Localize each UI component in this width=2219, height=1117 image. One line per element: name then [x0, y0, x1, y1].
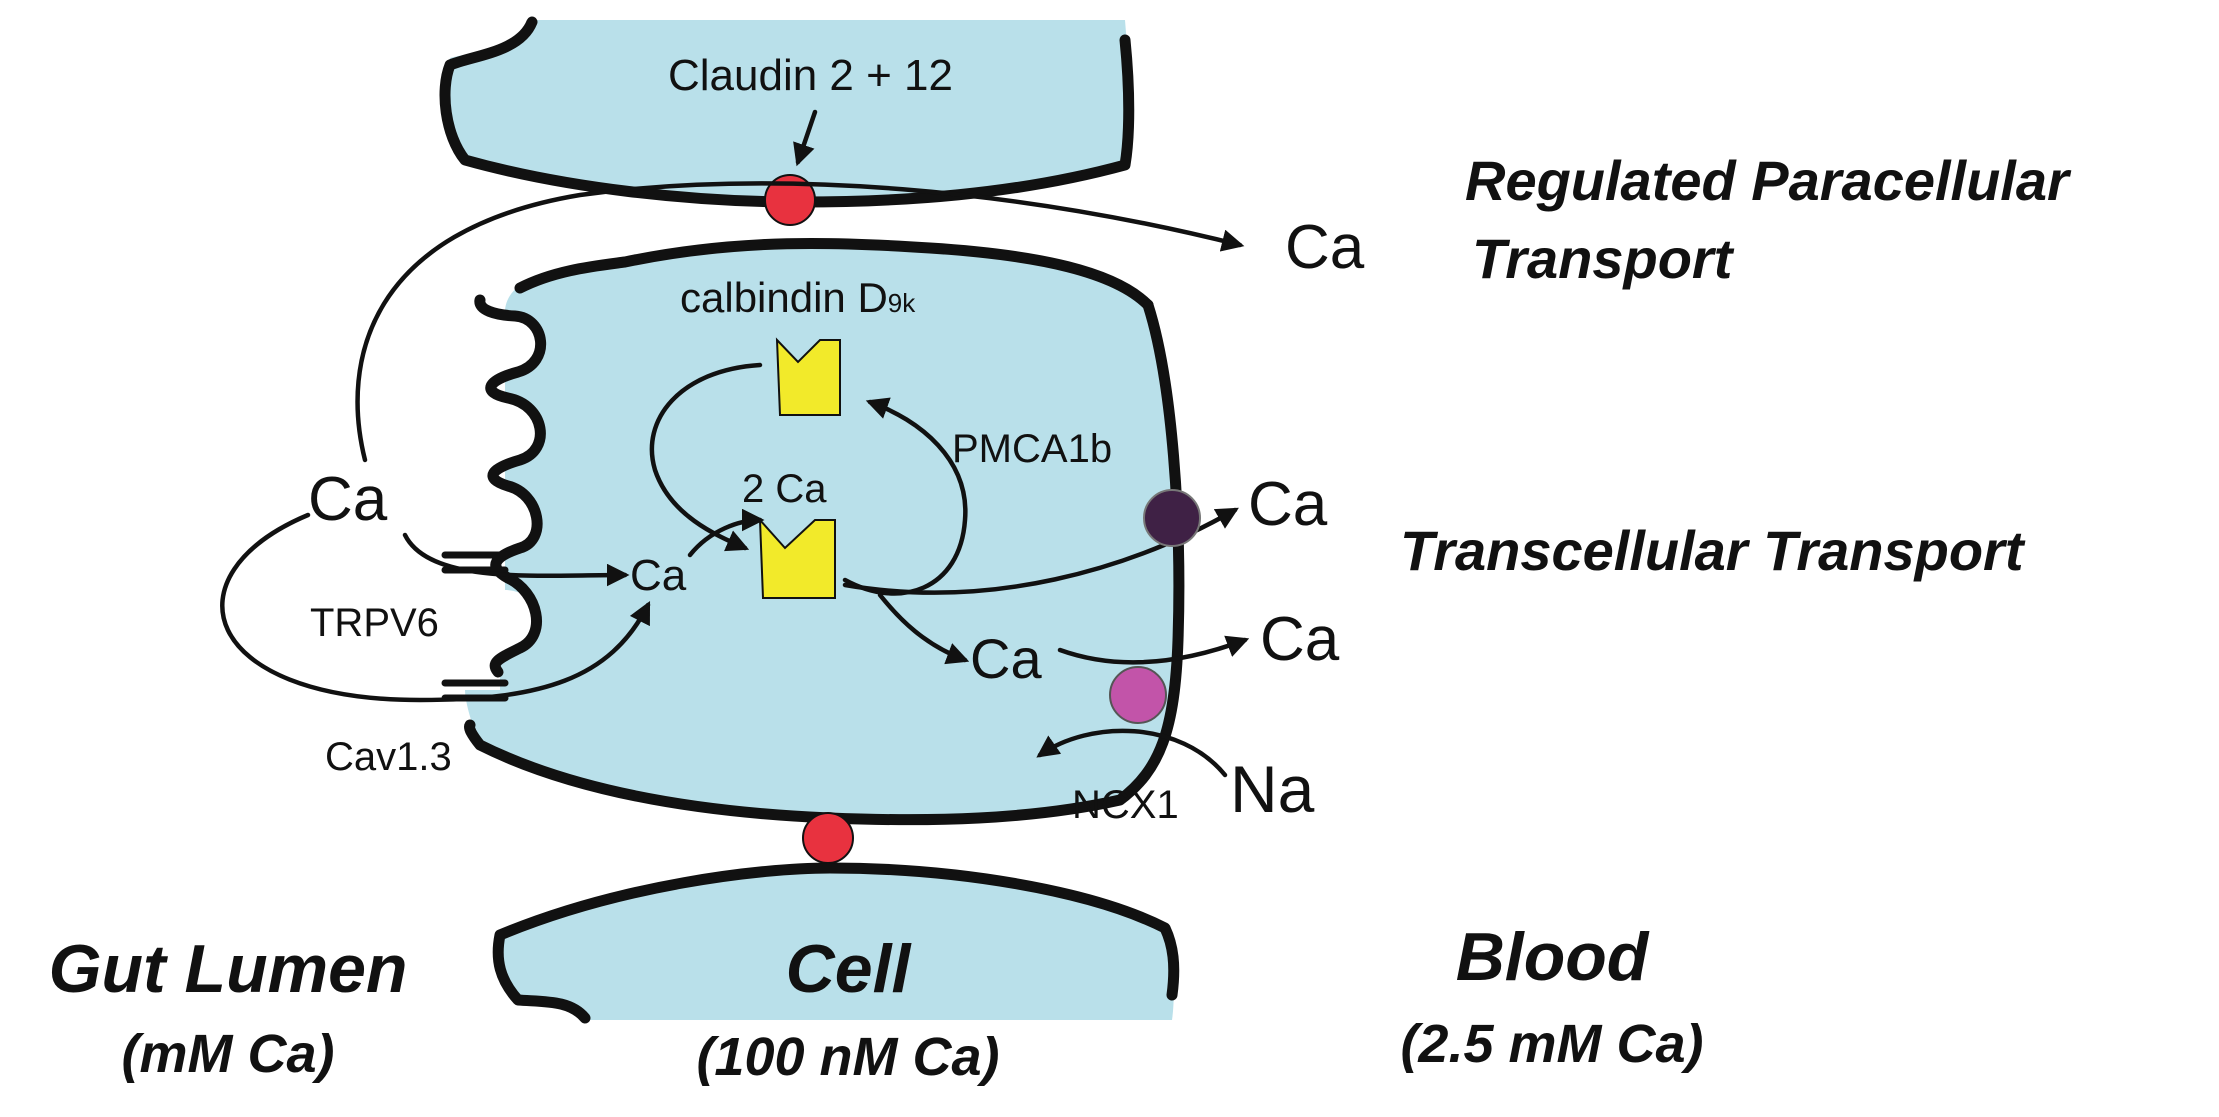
na-influx-arrow [1036, 728, 1228, 778]
calbindin-molecule-upper [775, 337, 841, 416]
calbindin-release-arrow [877, 592, 970, 665]
claudin-pointer-arrow [793, 109, 818, 167]
upper-neighbor-cell [439, 16, 1135, 208]
blood-title: Blood [1456, 919, 1650, 995]
lower-neighbor-cell [492, 862, 1180, 1024]
claudin-junction-bottom [802, 812, 854, 864]
pmca1b-label: PMCA1b [952, 427, 1112, 471]
trpv6-entry-arrow [402, 532, 630, 587]
blood-concentration: (2.5 mM Ca) [1400, 1014, 1703, 1074]
transcellular-heading: Transcellular Transport [1400, 519, 2026, 582]
paracellular-heading-line1: Regulated Paracellular [1465, 149, 2072, 212]
ncx1-label: NCX1 [1072, 783, 1179, 827]
calbindin-loop-arrow [649, 362, 763, 552]
paracellular-heading-line2: Transport [1472, 227, 1735, 290]
two-ca-label: 2 Ca [742, 467, 827, 511]
paracellular-flux-arrow [355, 181, 1245, 463]
cav-entry-arrow [220, 512, 651, 703]
calbindin-molecule-lower [758, 517, 836, 599]
ncx1-exchanger [1109, 666, 1167, 724]
claudin-junction-top [764, 174, 816, 226]
cav13-label: Cav1.3 [325, 735, 452, 779]
lower-cell-body [498, 868, 1174, 1020]
apical-brush-border-membrane [474, 237, 1154, 678]
ca-cell-lower-label: Ca [970, 627, 1042, 690]
ca-ncx-out-label: Ca [1260, 605, 1340, 674]
na-label: Na [1230, 752, 1315, 826]
ncx-efflux-arrow [1057, 635, 1250, 665]
ca-entry-label: Ca [630, 551, 687, 600]
ca-to-calbindin-arrow [687, 508, 765, 558]
trpv6-label: TRPV6 [310, 601, 439, 645]
upper-cell-membrane [439, 16, 1135, 208]
gut-lumen-title: Gut Lumen [49, 931, 408, 1007]
ca-lumen-label: Ca [308, 465, 388, 534]
cell-title: Cell [786, 931, 913, 1007]
claudin-label: Claudin 2 + 12 [668, 51, 953, 100]
pmca1b-pump [1143, 489, 1201, 547]
ca-pmca-out-label: Ca [1248, 470, 1328, 539]
lower-cell-membrane [492, 862, 1180, 1024]
ca-paracellular-out-label: Ca [1285, 213, 1365, 282]
gut-lumen-concentration: (mM Ca) [122, 1024, 335, 1084]
cell-concentration: (100 nM Ca) [696, 1027, 999, 1087]
upper-cell-body [445, 20, 1129, 202]
calbindin-label: calbindin D9k [680, 274, 916, 321]
